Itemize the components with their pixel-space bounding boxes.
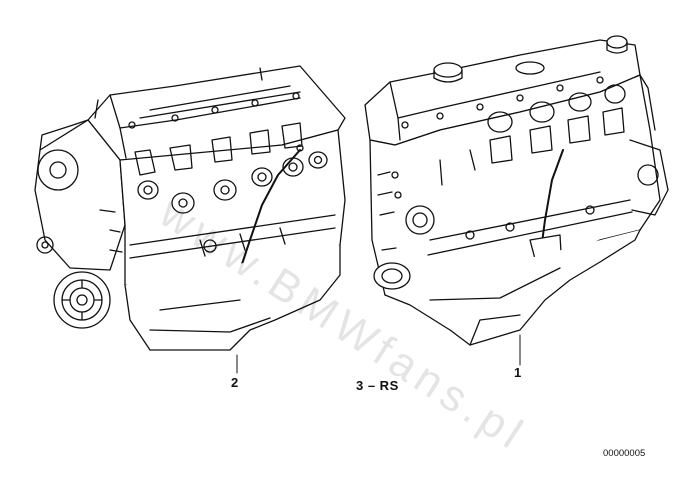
callout-variant-3rs: 3 – RS [356,378,399,393]
callout-part-2: 2 [231,375,239,390]
engine-left-illustration [34,65,346,374]
callout-part-1: 1 [514,365,522,380]
diagram-reference-code: 00000005 [603,448,646,459]
engine-right-illustration [364,35,669,366]
